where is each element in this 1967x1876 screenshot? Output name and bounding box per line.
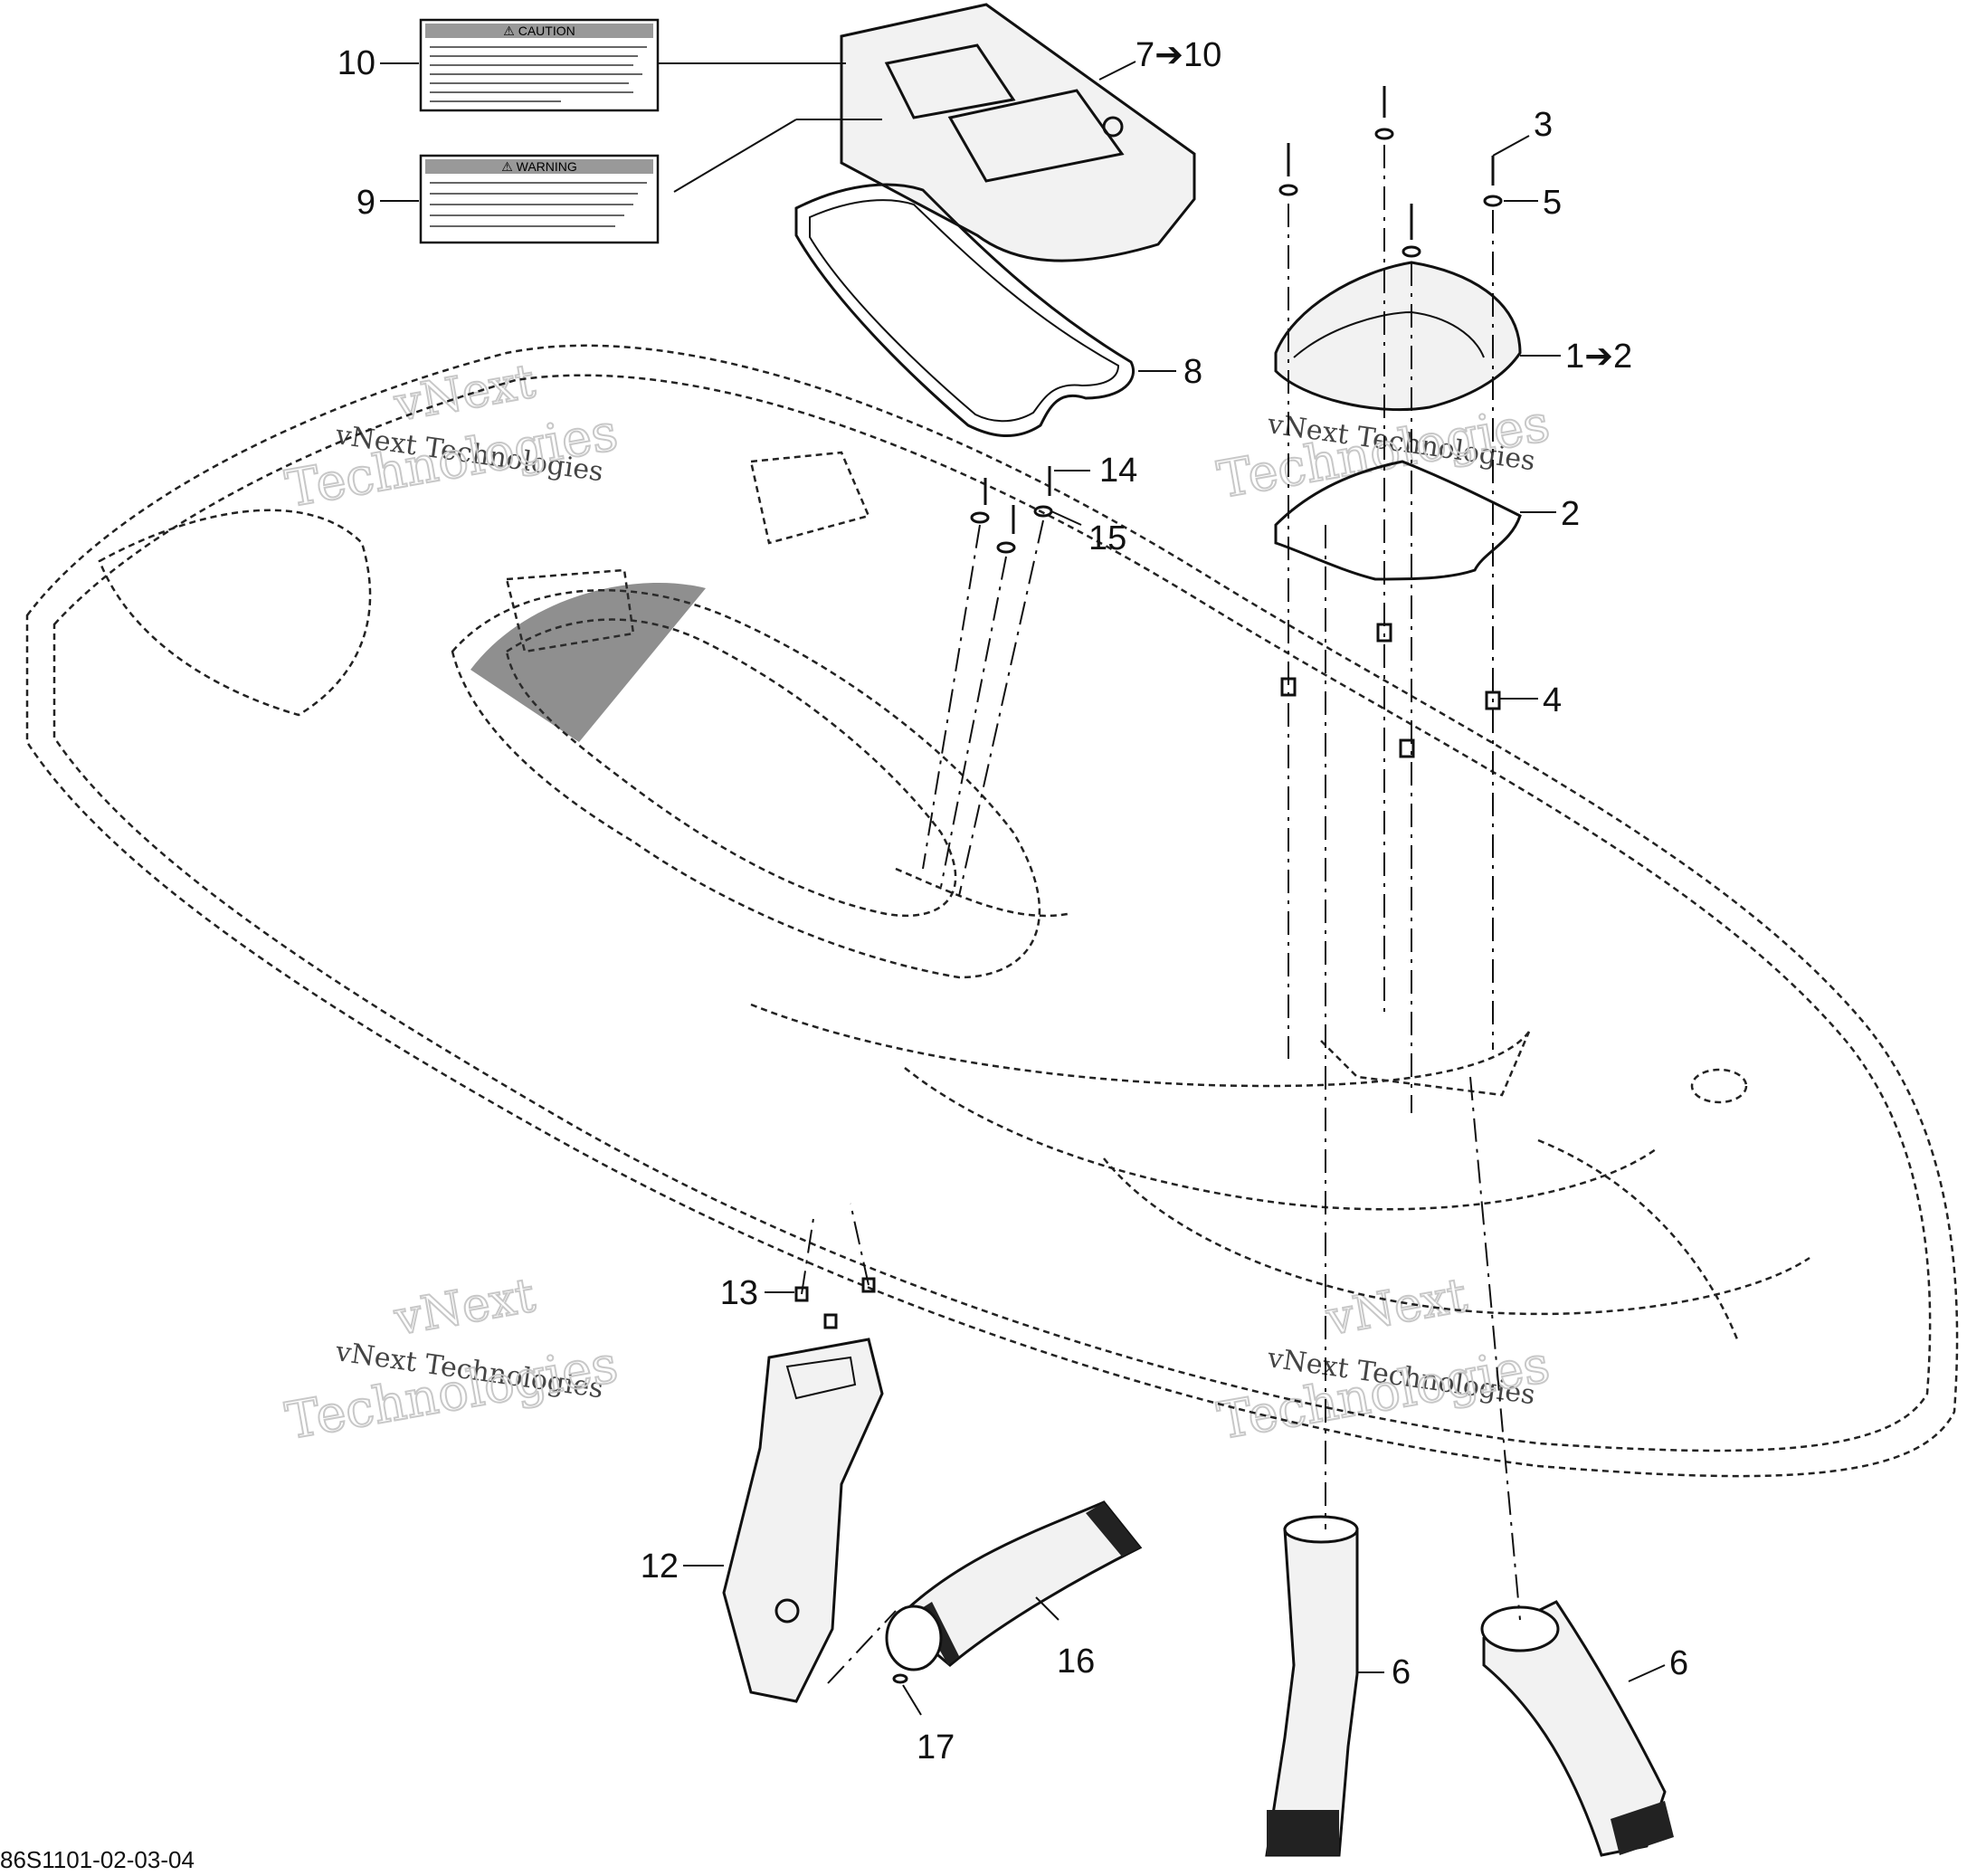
callout-12: 12: [641, 1547, 679, 1586]
assembly-axes: [801, 145, 1521, 1684]
callout-16: 16: [1057, 1643, 1095, 1681]
callout-2: 2: [1561, 495, 1580, 533]
callout-17: 17: [917, 1728, 955, 1766]
part-label-warning-9: ⚠ WARNING: [419, 154, 660, 244]
part-duct-12: [722, 1338, 884, 1703]
callout-4: 4: [1543, 681, 1562, 719]
part-gasket-8-inner: [809, 199, 1120, 423]
callout-1-to-2: 1➔2: [1565, 338, 1632, 376]
seat-grip-texture: [470, 583, 706, 742]
fasteners: [794, 86, 1503, 1684]
callout-6-left: 6: [1392, 1653, 1411, 1691]
part-cover-1: [1274, 261, 1522, 412]
part-label-caution-10: ⚠ CAUTION: [419, 18, 660, 112]
watermark-bottom-left: vNext vNext Technologies Technologies: [280, 1268, 622, 1452]
callout-3: 3: [1534, 106, 1553, 144]
callouts: 10 9 7➔10 8 1➔2 2 3 5 4 14 15 13 12 16 1…: [337, 36, 1688, 1766]
hull-outline: [25, 344, 1959, 1478]
callout-5: 5: [1543, 184, 1562, 222]
callout-8: 8: [1183, 353, 1202, 391]
part-gasket-2: [1274, 460, 1522, 581]
watermark-top-left: vNext vNext Technologies Technologies: [280, 354, 622, 520]
callout-13: 13: [720, 1274, 758, 1312]
part-hose-16: [885, 1500, 1143, 1671]
diagram-code: 86S1101-02-03-04: [0, 1846, 195, 1873]
part-hose-6b: [1480, 1600, 1674, 1857]
watermark-vnext: vNext: [1322, 1269, 1471, 1347]
callout-10: 10: [337, 44, 375, 82]
callout-15: 15: [1088, 519, 1126, 557]
callout-14: 14: [1099, 452, 1137, 490]
callout-6-right: 6: [1669, 1644, 1688, 1682]
caution-title: ⚠ CAUTION: [503, 24, 575, 38]
part-hose-6a: [1265, 1515, 1359, 1857]
warning-title: ⚠ WARNING: [501, 159, 577, 174]
callout-9: 9: [356, 184, 375, 222]
leader-lines: [380, 61, 1666, 1716]
watermark-vnext: vNext: [390, 1269, 539, 1347]
part-gasket-8: [794, 183, 1135, 438]
callout-7-to-10: 7➔10: [1136, 36, 1221, 74]
